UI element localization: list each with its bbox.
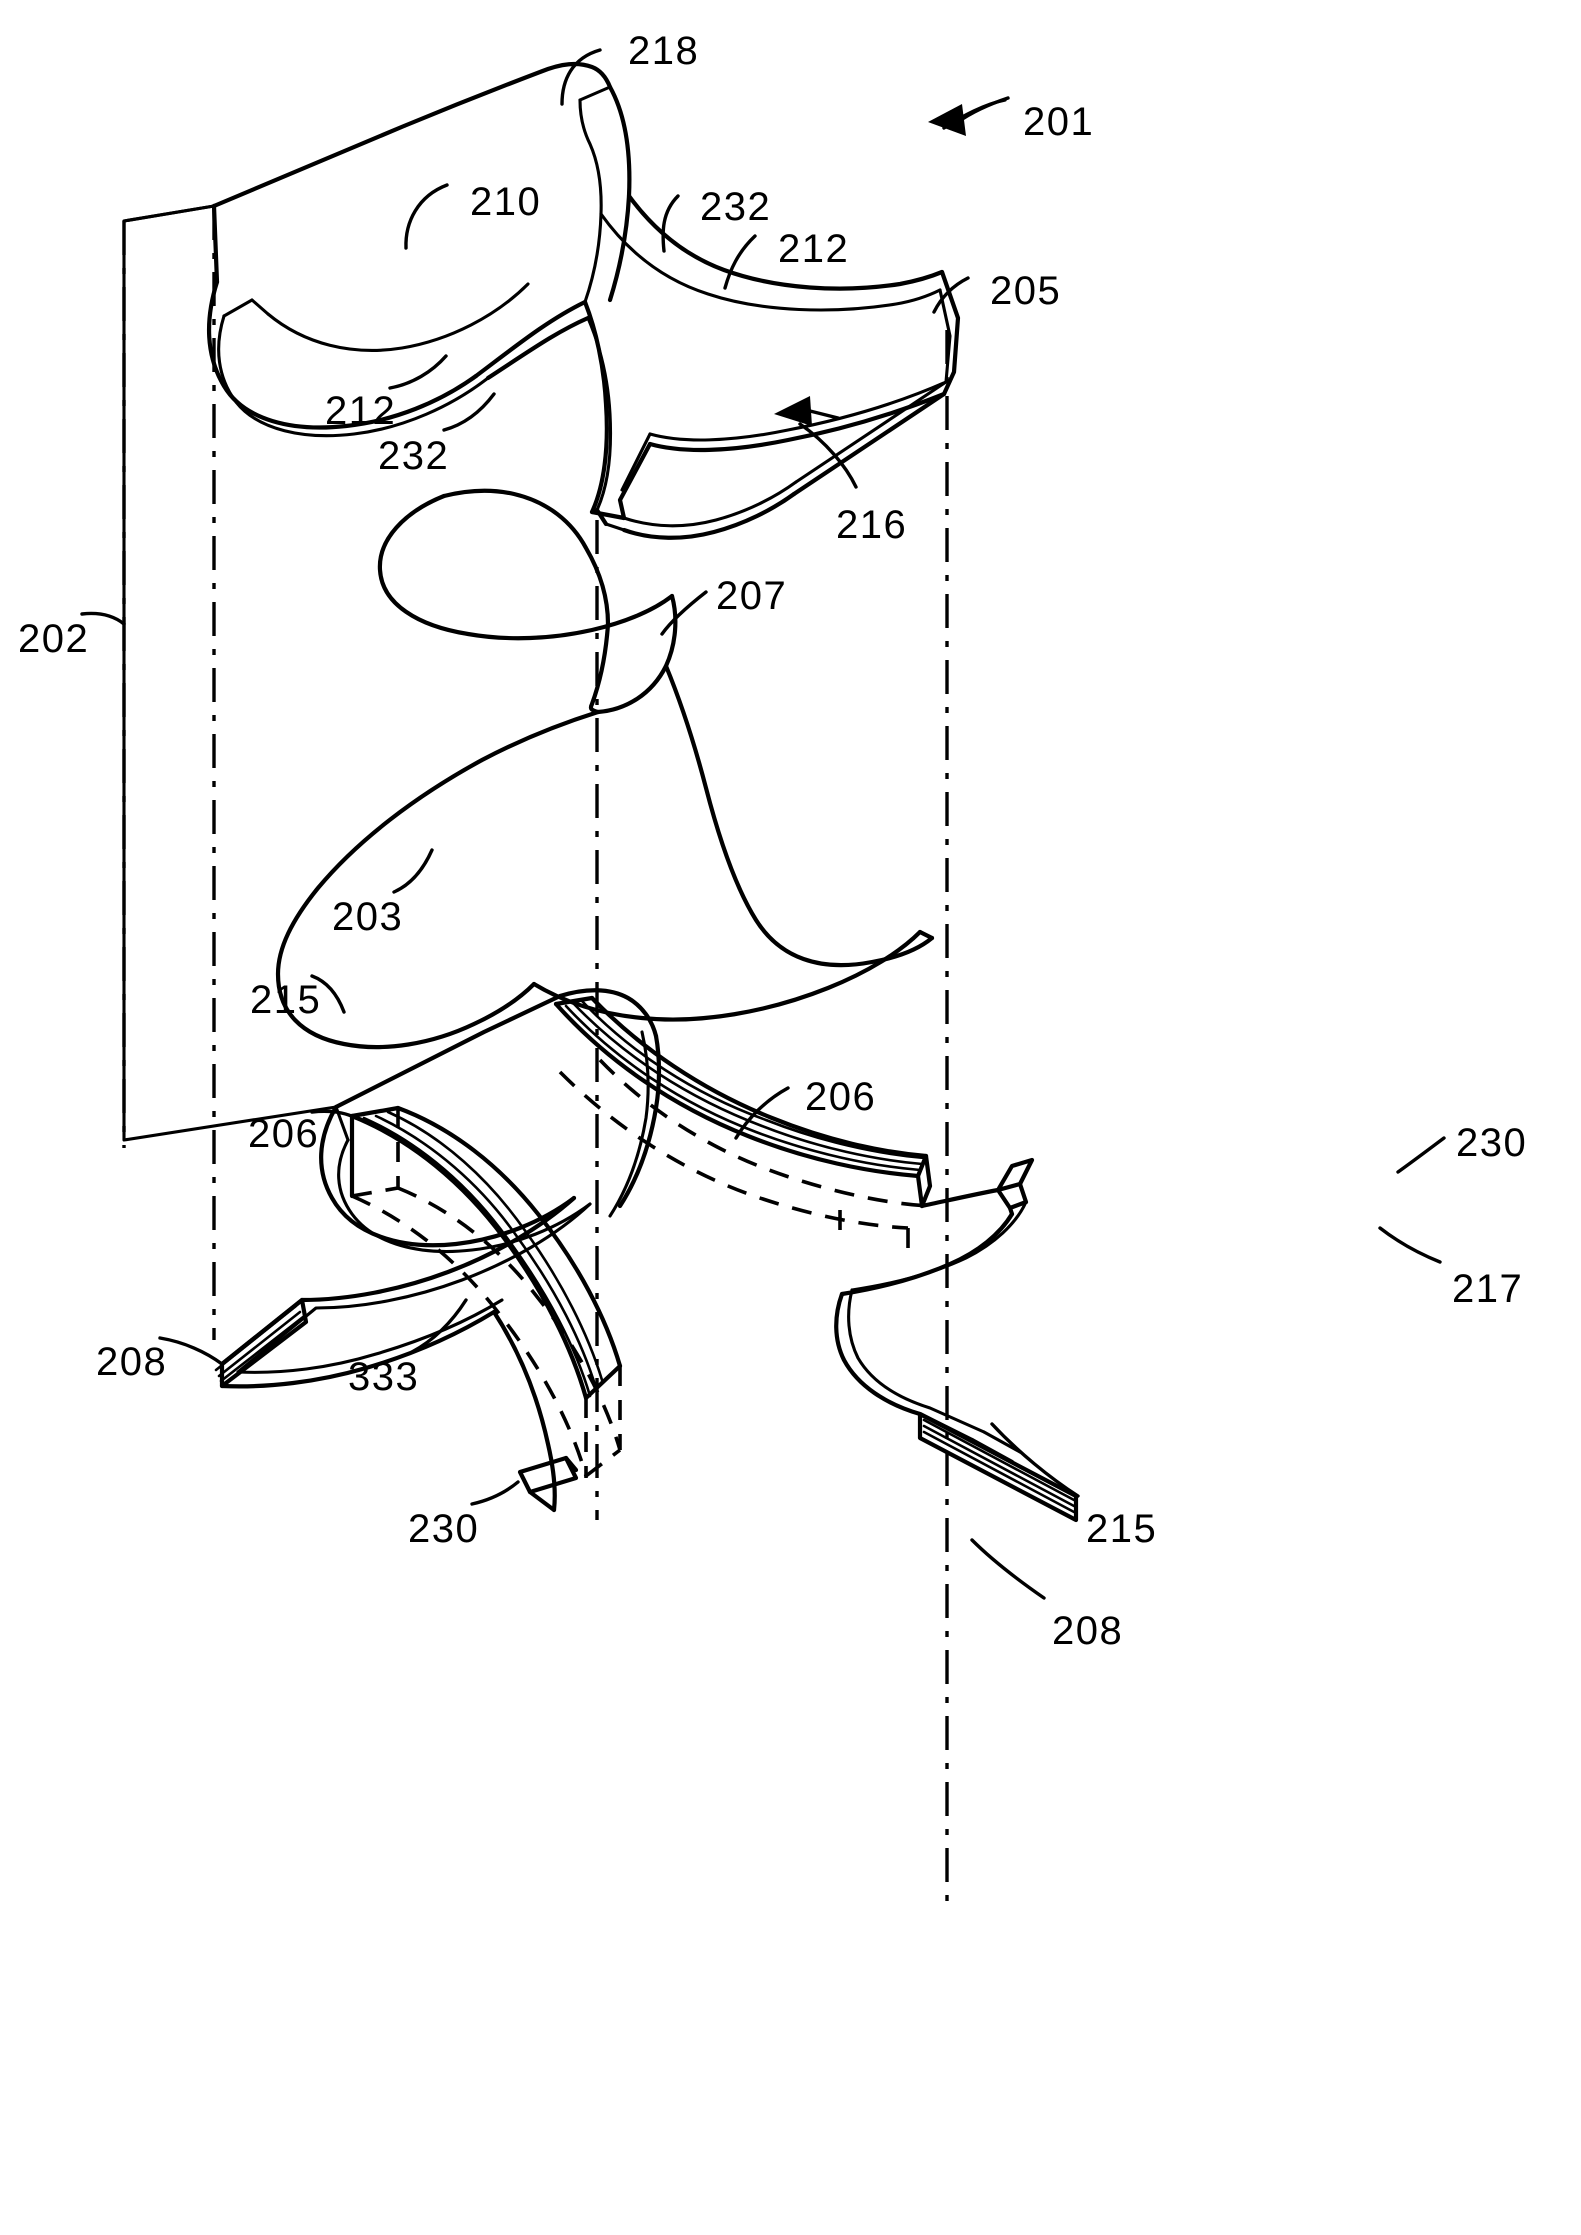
reference-numeral-208-bottom: 208 — [970, 1538, 1123, 1653]
reference-label-203: 203 — [332, 895, 403, 939]
arrow-216 — [774, 396, 840, 426]
stringer-208-bottom-right — [917, 1411, 1079, 1523]
fiber-bundle-left-206 — [349, 1105, 623, 1478]
reference-numeral-333: 333 — [348, 1298, 468, 1399]
leader-line-203 — [392, 848, 434, 894]
reference-label-212-top: 212 — [778, 227, 849, 271]
reference-numeral-217: 217 — [1378, 1226, 1523, 1311]
mid-web-207 — [377, 488, 678, 715]
reference-numeral-206-left: 206 — [248, 1109, 358, 1156]
leader-line-201 — [942, 98, 1007, 130]
leader-line-207 — [660, 590, 708, 636]
reference-label-230-right: 230 — [1456, 1121, 1527, 1165]
reference-label-206-right: 206 — [805, 1075, 876, 1119]
reference-numeral-232-left: 232 — [378, 392, 496, 478]
reference-label-210: 210 — [470, 180, 541, 224]
reference-label-333: 333 — [348, 1355, 419, 1399]
reference-numeral-208-left: 208 — [96, 1336, 224, 1384]
leader-line-230-bottom — [470, 1480, 520, 1506]
reference-numeral-218: 218 — [560, 29, 699, 106]
datum-plane-202 — [122, 204, 338, 1340]
leader-line-218 — [560, 48, 602, 106]
lower-sheet-top-left-edge — [333, 993, 563, 1110]
reference-label-207: 207 — [716, 574, 787, 618]
upper-sheet-top-edge — [211, 61, 613, 209]
reference-label-217: 217 — [1452, 1267, 1523, 1311]
reference-numeral-230-right: 230 — [1396, 1121, 1527, 1174]
leader-line-205 — [932, 276, 970, 314]
leader-line-217 — [1378, 1226, 1442, 1264]
reference-numeral-212-top: 212 — [723, 227, 849, 290]
reference-label-215-mid: 215 — [250, 978, 321, 1022]
reference-label-206-left: 206 — [248, 1112, 319, 1156]
leader-line-230-right — [1396, 1136, 1446, 1174]
reference-numeral-207: 207 — [660, 574, 787, 636]
leader-line-212-left — [388, 354, 448, 390]
reference-numeral-216: 216 — [798, 422, 907, 547]
fiber-bundle-right-206 — [553, 995, 933, 1248]
reference-label-202: 202 — [18, 617, 89, 661]
upper-sheet-assembly — [206, 61, 961, 540]
notch-218 — [607, 84, 632, 303]
leader-line-206-right — [734, 1086, 790, 1140]
reference-label-201: 201 — [1023, 100, 1094, 144]
reference-label-218: 218 — [628, 29, 699, 73]
reference-label-230-bottom: 230 — [408, 1507, 479, 1551]
leader-line-232-top — [661, 194, 680, 253]
reference-numeral-210: 210 — [404, 180, 541, 250]
leader-line-206-left — [310, 1109, 358, 1120]
leader-line-215-bottom — [990, 1422, 1080, 1498]
leader-line-212-top — [723, 234, 757, 290]
reference-numeral-201: 201 — [942, 98, 1094, 144]
leader-line-333 — [410, 1298, 468, 1354]
leader-line-208-left — [158, 1336, 224, 1366]
reference-label-232-left: 232 — [378, 434, 449, 478]
reference-label-208-left: 208 — [96, 1340, 167, 1384]
lower-sheet-assembly — [214, 988, 1079, 1523]
leader-line-232-left — [442, 392, 496, 432]
reference-numeral-215-bottom: 215 — [990, 1422, 1157, 1551]
leader-line-202 — [80, 611, 126, 626]
reference-numeral-203: 203 — [332, 848, 434, 939]
reference-numeral-205: 205 — [932, 269, 1061, 314]
reference-label-205: 205 — [990, 269, 1061, 313]
reference-numeral-206-right: 206 — [734, 1075, 876, 1140]
reference-label-215-bottom: 215 — [1086, 1507, 1157, 1551]
leader-line-216 — [798, 422, 858, 489]
reference-label-232-top: 232 — [700, 185, 771, 229]
reference-label-216: 216 — [836, 503, 907, 547]
reference-numeral-202: 202 — [18, 611, 126, 661]
reference-numeral-232-top: 232 — [661, 185, 771, 253]
leader-line-215-mid — [310, 974, 346, 1014]
reference-numeral-215-mid: 215 — [250, 974, 346, 1022]
reference-numeral-212-left: 212 — [325, 354, 448, 433]
reference-numeral-230-bottom: 230 — [408, 1480, 520, 1551]
plate-205-right-edge — [939, 269, 961, 397]
notch-218-inner — [578, 98, 603, 304]
leader-line-210 — [404, 183, 449, 250]
reference-label-212-left: 212 — [325, 389, 396, 433]
leader-line-208-bottom — [970, 1538, 1046, 1600]
tab-230-right — [995, 1157, 1035, 1193]
reference-label-208-bottom: 208 — [1052, 1609, 1123, 1653]
edge-217 — [839, 1211, 1015, 1297]
